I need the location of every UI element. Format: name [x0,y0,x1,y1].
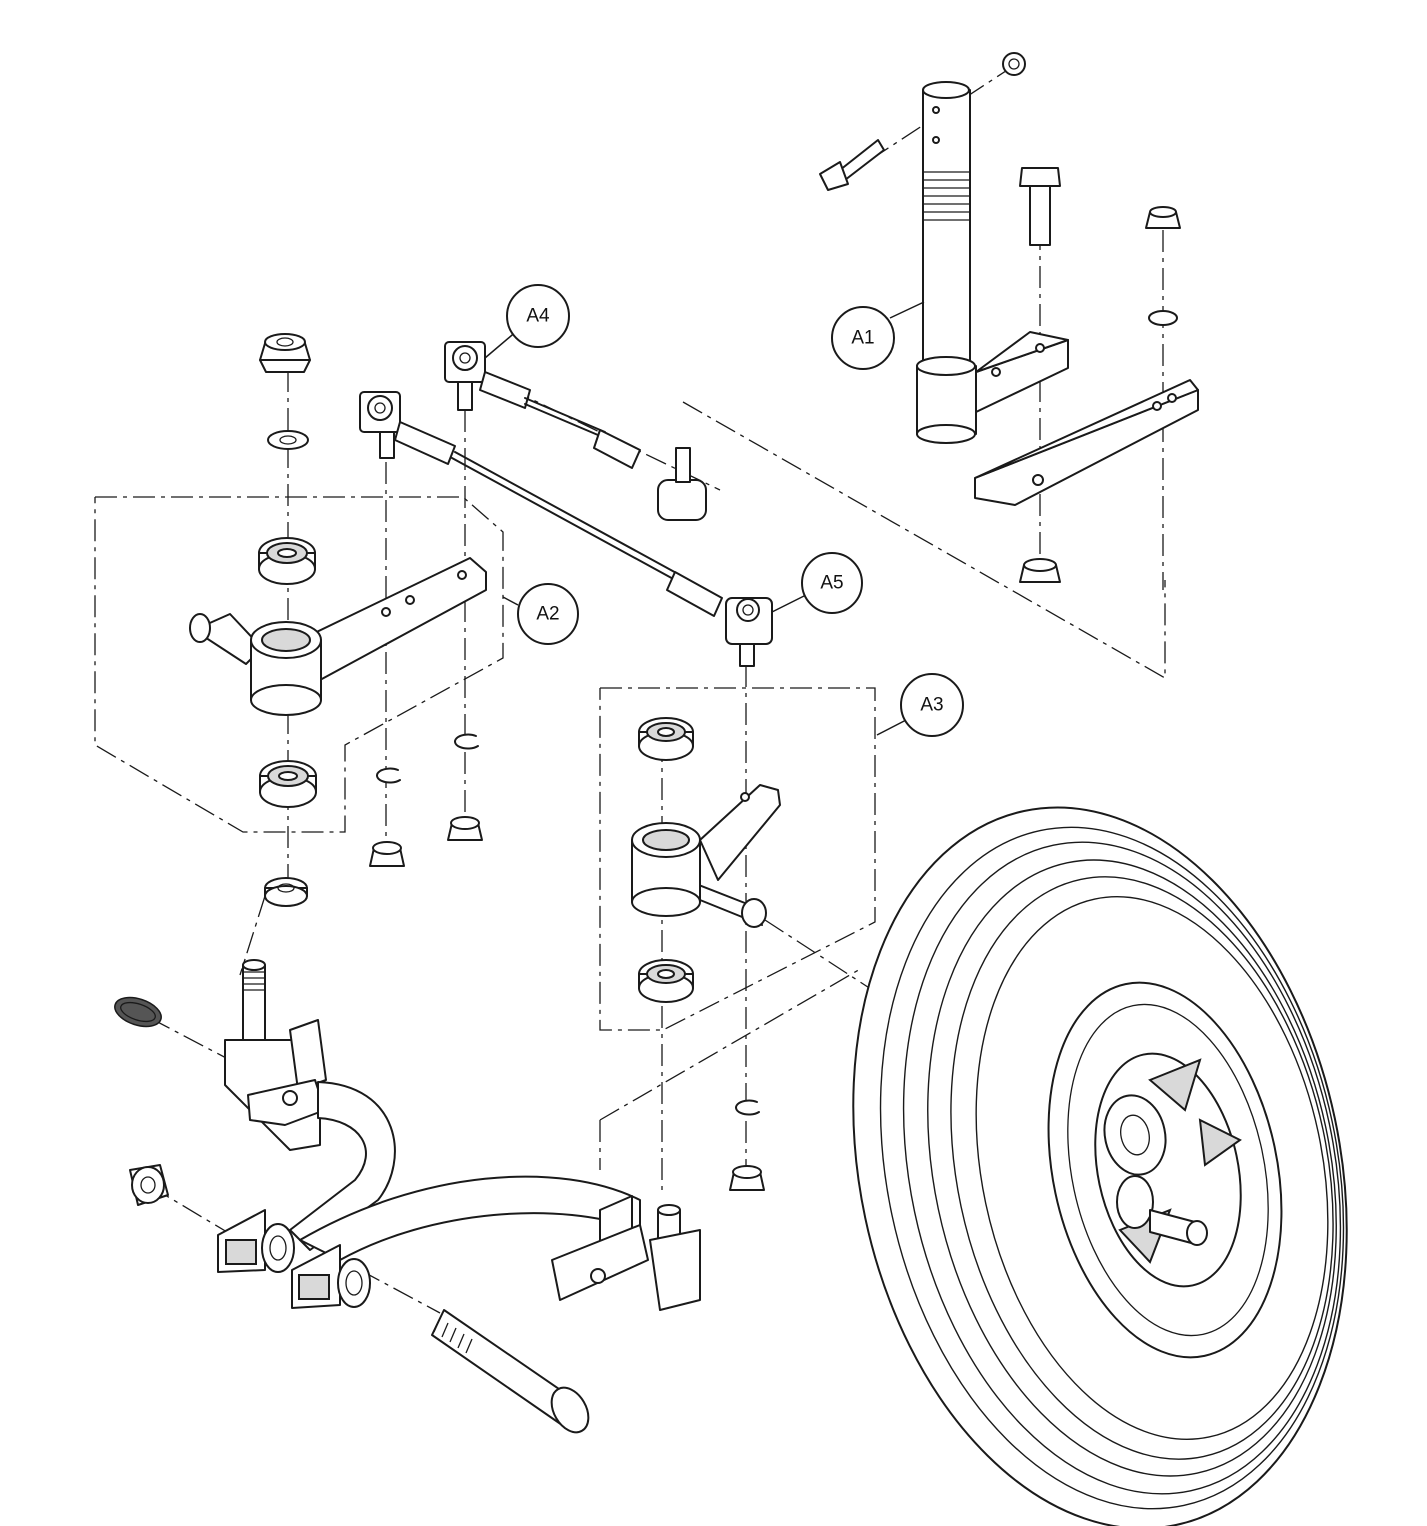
callout-a3-label: A3 [920,695,943,716]
hex-nut-a1-right [1145,206,1181,229]
channel-bracket [974,379,1199,506]
front-fork-frame [217,959,701,1311]
group-outline-a2 [94,496,504,833]
callout-a1-label: A1 [851,328,874,349]
callout-a5: A5 [771,552,863,614]
steering-arm-a3 [631,784,781,928]
patent-label [114,996,162,1028]
e-clip-a3 [735,1099,760,1116]
stem-mount-plate [975,331,1069,413]
nyloc-nut-a2-left [369,841,405,867]
steering-arm-a2 [189,557,487,716]
e-clip-a2-left [376,767,401,784]
lock-washer-a1 [1148,310,1178,326]
nyloc-nut-a2-right [447,816,483,841]
bearing-a2-lower [259,760,317,808]
pivot-bolt [431,1309,590,1434]
flat-washer-a2-top [267,430,309,450]
tie-rod-a5 [359,391,773,667]
hex-bolt-a1-angled [819,139,885,191]
callout-a4: A4 [484,284,570,359]
group-outline-a3 [599,687,876,1031]
nyloc-nut-a2-top [259,333,311,373]
callout-a2-label: A2 [536,604,559,625]
nyloc-nut-a3 [729,1165,765,1191]
callout-a2: A2 [502,583,579,645]
callout-a3: A3 [876,673,964,737]
group-outline-a1 [682,401,1166,680]
bearing-a2-upper [258,537,316,585]
hex-nut-a1-top [1002,52,1026,76]
tie-rod-a4 [444,341,707,521]
spacer-washer-a2 [264,877,308,907]
callout-a5-label: A5 [820,573,843,594]
caster-wheel [852,806,1348,1526]
e-clip-a2-right [454,733,479,750]
callout-a4-label: A4 [526,306,550,327]
bearing-a3-upper [638,717,694,761]
hex-nut-a1-lower [1019,558,1061,583]
nyloc-nut-fork [129,1164,169,1206]
bearing-a3-lower [638,959,694,1003]
steering-stem-tube [916,81,977,444]
callout-a1: A1 [831,301,925,370]
hex-bolt-a1-vertical [1019,167,1061,246]
